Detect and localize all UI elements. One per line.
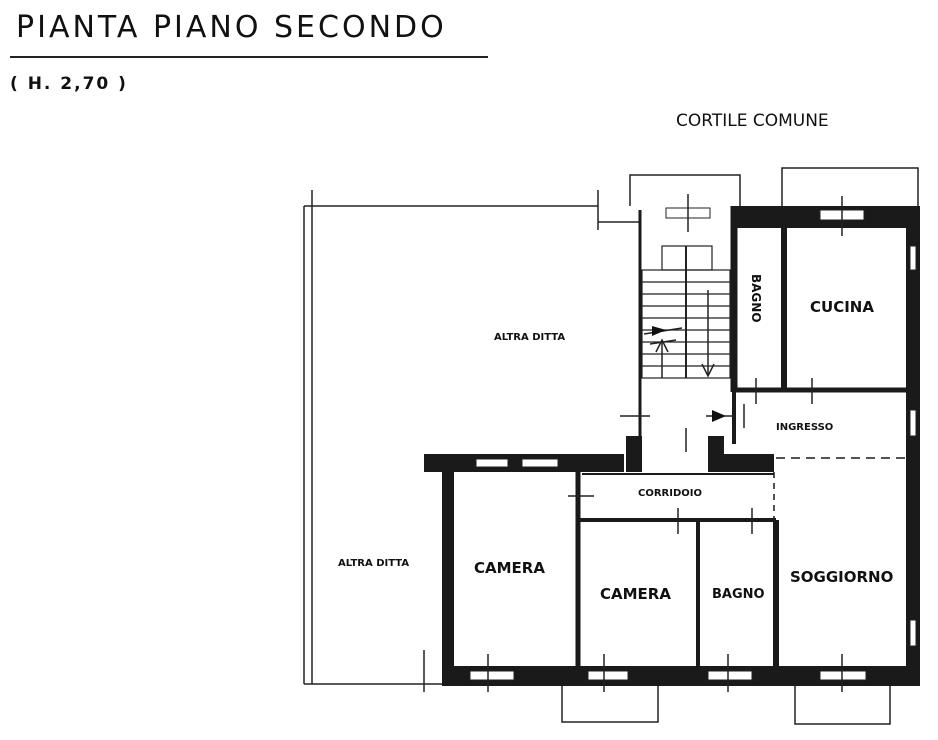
label-cortile-comune: CORTILE COMUNE (676, 111, 829, 131)
label-cucina: CUCINA (810, 298, 874, 316)
label-camera-1: CAMERA (474, 559, 545, 577)
balconies (561, 167, 919, 725)
windows (469, 207, 917, 681)
interior-walls (446, 206, 906, 668)
label-corridoio: CORRIDOIO (638, 488, 702, 499)
stair-arrow-icon (652, 326, 666, 336)
ceiling-height-note: ( H. 2,70 ) (10, 74, 128, 94)
label-bagno-bottom: BAGNO (712, 587, 765, 602)
label-ingresso: INGRESSO (776, 422, 833, 433)
door-marks (423, 194, 843, 692)
label-altra-ditta-left: ALTRA DITTA (338, 558, 409, 569)
label-camera-2: CAMERA (600, 585, 671, 603)
title-underline (10, 56, 488, 58)
staircase (641, 245, 731, 379)
label-soggiorno: SOGGIORNO (790, 568, 893, 586)
neighbour-outline (303, 190, 640, 685)
exterior-walls (424, 206, 920, 686)
plan-title: PIANTA PIANO SECONDO (16, 10, 447, 45)
label-bagno-top: BAGNO (749, 274, 763, 323)
label-altra-ditta-top: ALTRA DITTA (494, 332, 565, 343)
entrance-arrow-icon (712, 410, 726, 422)
